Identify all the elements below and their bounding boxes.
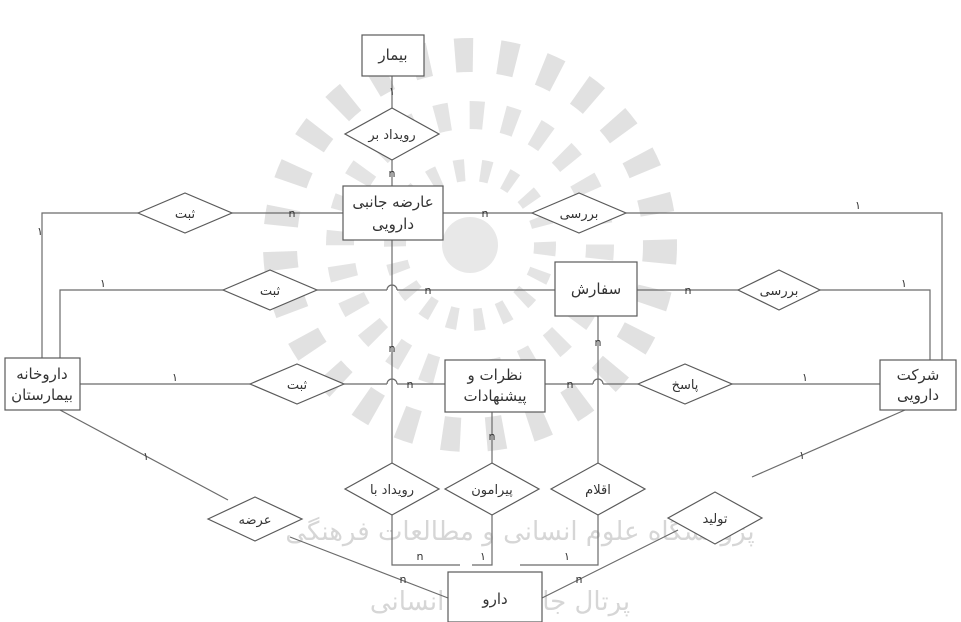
entity-drug-label: دارو bbox=[481, 590, 507, 608]
rel-supply-label: عرضه bbox=[239, 513, 272, 528]
rel-occurs-with: رویداد با bbox=[343, 462, 441, 516]
entity-side-effect-label-1: عارضه جانبی bbox=[352, 193, 433, 211]
rel-produce-label: تولید bbox=[702, 512, 727, 527]
rel-items: اقلام bbox=[549, 462, 647, 516]
rel-register-side-effect-label: ثبت bbox=[175, 207, 196, 222]
rel-supply: عرضه bbox=[206, 496, 304, 542]
card-order-register-many: n bbox=[425, 284, 432, 297]
entity-patient: بیمار bbox=[361, 34, 425, 77]
entity-pharma-company-label-2: دارویی bbox=[897, 386, 939, 404]
card-company-review-one: ۱ bbox=[855, 199, 861, 212]
entity-side-effect-label-2: دارویی bbox=[372, 215, 414, 233]
card-hospital-supply-one: ۱ bbox=[143, 450, 149, 463]
card-feedback-drug-many: n bbox=[489, 430, 496, 443]
entity-feedback: نظرات و پیشنهادات bbox=[444, 359, 546, 413]
card-order-drug-many: n bbox=[595, 336, 602, 349]
card-hospital-feedback-one: ۱ bbox=[172, 371, 178, 384]
rel-occurs-on: رویداد بر bbox=[343, 107, 441, 161]
rel-register-feedback: ثبت bbox=[248, 363, 346, 405]
card-drug-occurs-with-many: n bbox=[417, 550, 424, 563]
card-feedback-register-many: n bbox=[407, 378, 414, 391]
rel-produce: تولید bbox=[666, 491, 764, 545]
entity-patient-label: بیمار bbox=[377, 46, 407, 64]
rel-occurs-with-label: رویداد با bbox=[370, 483, 414, 498]
rel-review-order: بررسی bbox=[736, 269, 822, 311]
entity-hospital-pharmacy: داروخانه بیمارستان bbox=[4, 357, 81, 411]
rel-items-label: اقلام bbox=[585, 483, 611, 498]
rel-review-side-effect-label: بررسی bbox=[560, 207, 599, 222]
rel-register-order-label: ثبت bbox=[260, 284, 281, 299]
rel-review-order-label: بررسی bbox=[760, 284, 799, 299]
card-drug-produce-many: n bbox=[576, 573, 583, 586]
rel-register-side-effect: ثبت bbox=[136, 192, 234, 234]
card-sideeffect-drug-many: n bbox=[389, 342, 396, 355]
entity-order: سفارش bbox=[554, 261, 638, 317]
entity-pharma-company: شرکت دارویی bbox=[879, 359, 957, 411]
entity-drug: دارو bbox=[447, 571, 543, 622]
card-feedback-respond-many: n bbox=[567, 378, 574, 391]
entity-hospital-pharmacy-label-2: بیمارستان bbox=[11, 386, 73, 404]
card-sideeffect-register-many: n bbox=[289, 207, 296, 220]
entity-feedback-label-2: پیشنهادات bbox=[463, 387, 526, 406]
rel-about: پیرامون bbox=[443, 462, 541, 516]
card-company-order-one: ۱ bbox=[901, 277, 907, 290]
entity-hospital-pharmacy-label-1: داروخانه bbox=[16, 365, 67, 383]
rel-respond-label: پاسخ bbox=[672, 378, 699, 393]
entity-pharma-company-label-1: شرکت bbox=[897, 366, 940, 384]
card-hospital-sideeffect-one: ۱ bbox=[37, 225, 43, 238]
rel-respond: پاسخ bbox=[636, 363, 734, 405]
card-sideeffect-review-many: n bbox=[482, 207, 489, 220]
card-hospital-order-one: ۱ bbox=[100, 277, 106, 290]
card-drug-items-one: ۱ bbox=[564, 550, 570, 563]
rel-register-order: ثبت bbox=[221, 269, 319, 311]
cardinality-labels: ۱ n n ۱ n ۱ ۱ n n ۱ n n ۱ n n ۱ n ۱ ۱ n … bbox=[37, 85, 907, 586]
card-order-review-many: n bbox=[685, 284, 692, 297]
rel-register-feedback-label: ثبت bbox=[287, 378, 308, 393]
rel-occurs-on-label: رویداد بر bbox=[367, 128, 415, 143]
connector-lines bbox=[41, 76, 943, 599]
card-drug-supply-many: n bbox=[400, 573, 407, 586]
entity-side-effect: عارضه جانبی دارویی bbox=[342, 185, 444, 241]
rel-review-side-effect: بررسی bbox=[530, 192, 628, 234]
card-patient-one: ۱ bbox=[389, 85, 395, 98]
card-company-produce-one: ۱ bbox=[799, 449, 805, 462]
card-company-respond-one: ۱ bbox=[802, 371, 808, 384]
card-drug-about-one: ۱ bbox=[480, 550, 486, 563]
rel-about-label: پیرامون bbox=[471, 483, 513, 498]
card-sideeffect-many: n bbox=[389, 167, 396, 180]
entity-feedback-label-1: نظرات و bbox=[466, 366, 522, 384]
entity-order-label: سفارش bbox=[571, 280, 621, 298]
